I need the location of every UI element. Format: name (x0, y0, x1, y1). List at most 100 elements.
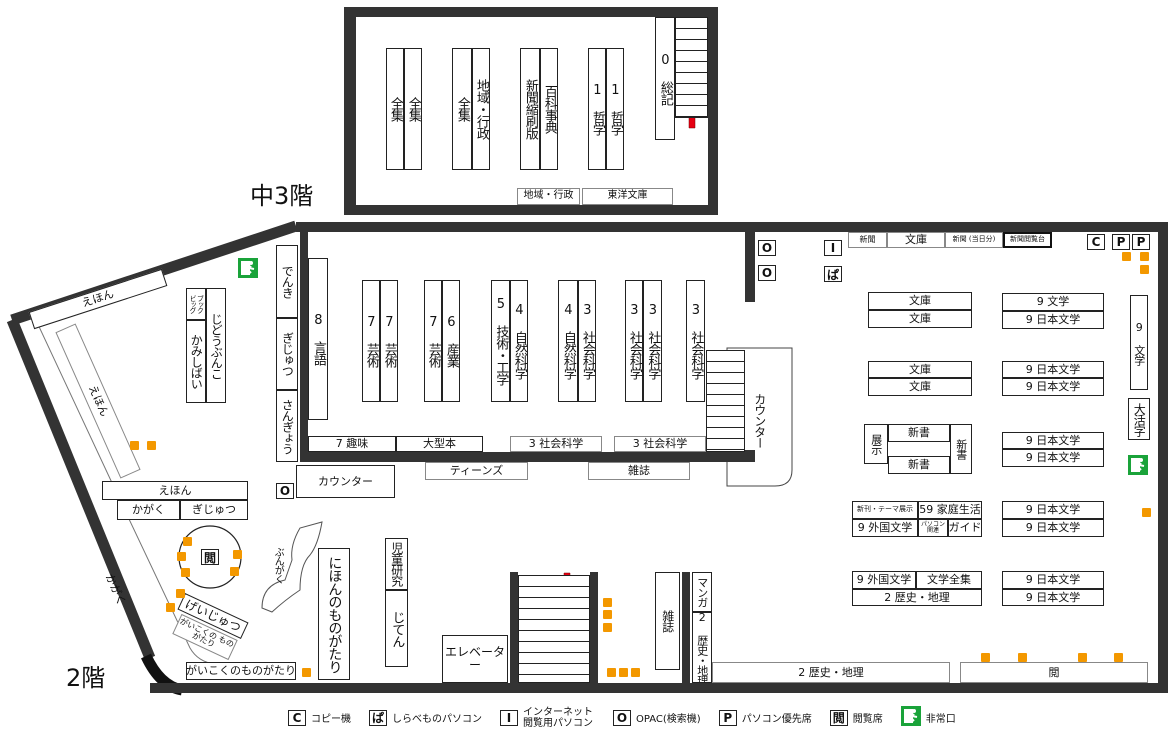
shelf: 文庫 (868, 378, 972, 396)
seat-marker (166, 603, 175, 612)
seat-marker (1114, 653, 1123, 662)
legend-icon: 閲 (829, 709, 848, 726)
shelf: にほんのものがたり (318, 548, 350, 680)
shelf: 0 総記 (655, 17, 675, 140)
seat-marker (130, 441, 139, 450)
counter: カウンター (752, 392, 767, 448)
shelf: 東洋文庫 (582, 188, 673, 205)
shelf: 8 言語 (308, 258, 328, 420)
legend-item: 非常口 (900, 706, 956, 729)
shelf: 文学全集 (916, 571, 982, 589)
floor-3-label: 中3階 (250, 182, 314, 210)
shelf: 9 日本文学 (1002, 361, 1104, 378)
seat-marker (1122, 252, 1131, 261)
shelf: ぶんがく (272, 547, 284, 583)
research-pc-icon[interactable]: ぱ (824, 266, 842, 282)
shelf: 6 産業 (442, 280, 460, 402)
pc-priority-seat-icon[interactable]: P (1132, 234, 1150, 250)
shelf: でんき (276, 245, 298, 318)
seat-marker (233, 550, 242, 559)
wall (682, 572, 690, 684)
shelf: 59 家庭生活 (918, 501, 982, 519)
shelf: 2 歴史・地理 (712, 662, 950, 683)
shelf: 2 歴史・地理 (692, 612, 712, 683)
shelf: 7 芸術 (362, 280, 380, 402)
legend-label: 閲覧席 (852, 714, 883, 725)
shelf: エレベーター (442, 635, 508, 683)
shelf: 3 社会科学 (625, 280, 643, 402)
wall (510, 572, 518, 684)
shelf: 3 社会科学 (686, 280, 705, 402)
seat-marker (1142, 508, 1151, 517)
shelf: じてん (385, 590, 408, 667)
shelf: 3 社会科学 (643, 280, 662, 402)
emergency-exit-icon (900, 706, 921, 729)
shelf: 1 哲学 (588, 48, 606, 170)
seat-marker (1140, 265, 1149, 274)
seat-marker (981, 653, 990, 662)
shelf: ぎじゅつ (180, 500, 248, 520)
copy-machine-icon[interactable]: C (1087, 234, 1105, 250)
shelf: かがく (117, 500, 180, 520)
wall (590, 572, 598, 684)
opac-icon[interactable]: O (276, 483, 294, 499)
wall (1158, 222, 1168, 693)
legend-item: ぱしらべものパソコン (369, 709, 482, 726)
shelf: 3 社会科学 (510, 436, 602, 452)
legend-label: 非常口 (925, 714, 956, 725)
shelf: 雑誌 (588, 462, 690, 480)
shelf: 全集 (404, 48, 422, 170)
shelf: 9 日本文学 (1002, 311, 1104, 329)
stairs (518, 575, 590, 683)
counter: カウンター (296, 465, 395, 498)
shelf: 9 日本文学 (1002, 589, 1104, 606)
shelf: えほん (102, 481, 248, 500)
seat-marker (183, 537, 192, 546)
opac-icon[interactable]: O (758, 240, 776, 256)
shelf: 7 芸術 (424, 280, 442, 402)
shelf: 文庫 (887, 232, 945, 248)
seat-marker (603, 610, 612, 619)
shelf: 7 芸術 (380, 280, 398, 402)
shelf: 雑誌 (655, 572, 680, 670)
seat-marker (230, 567, 239, 576)
shelf: 9 日本文学 (1002, 501, 1104, 519)
seat-marker (607, 668, 616, 677)
seat-marker (177, 552, 186, 561)
wall (150, 683, 1168, 693)
shelf: ガイド (948, 519, 982, 537)
shelf: がいこくのものがたり (186, 662, 296, 680)
stairs (675, 17, 708, 118)
wall (300, 452, 752, 462)
shelf: ぎじゅつ (276, 318, 298, 390)
internet-pc-icon[interactable]: I (824, 240, 842, 256)
seat-marker (181, 568, 190, 577)
shelf: 9 外国文学 (852, 571, 916, 589)
shelf: 地域・行政 (472, 48, 490, 170)
pc-priority-seat-icon[interactable]: P (1112, 234, 1130, 250)
shelf: 地域・行政 (517, 188, 580, 205)
legend-icon: O (613, 709, 631, 726)
seat-marker (603, 598, 612, 607)
emergency-exit-icon (238, 258, 258, 278)
shelf: 7 趣味 (308, 436, 396, 452)
shelf: 新刊・テーマ展示 (852, 501, 918, 519)
legend-icon: I (500, 709, 518, 726)
shelf: 9 日本文学 (1002, 571, 1104, 589)
reading-seat-icon[interactable]: 閲 (201, 549, 219, 565)
seat-marker (603, 623, 612, 632)
wall (296, 222, 1168, 232)
shelf: 新書 (950, 424, 972, 474)
shelf: 9 文学 (1002, 293, 1104, 311)
shelf: 百科事典 (540, 48, 558, 170)
shelf: 新書 (888, 424, 950, 442)
shelf: 1 哲学 (606, 48, 624, 170)
shelf: かみしばい (186, 320, 206, 403)
opac-icon[interactable]: O (758, 265, 776, 281)
seat-marker (147, 441, 156, 450)
shelf: マンガ (692, 572, 712, 612)
seat-marker (631, 668, 640, 677)
shelf: 文庫 (868, 361, 972, 378)
